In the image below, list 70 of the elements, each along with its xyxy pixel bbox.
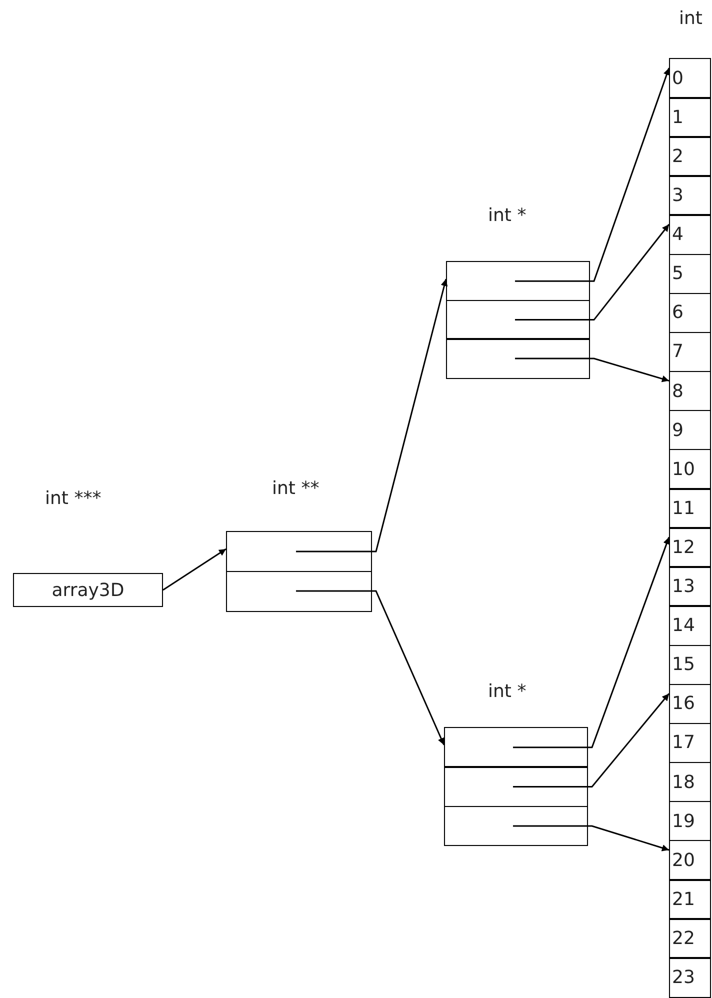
array-cell (669, 918, 711, 959)
index-number: 18 (672, 772, 695, 793)
array-cell (669, 254, 711, 294)
index-number: 13 (672, 576, 695, 598)
array-cell (446, 261, 590, 302)
type-label: int * (488, 205, 526, 227)
index-number: 0 (672, 68, 684, 89)
index-number: 20 (672, 850, 695, 871)
index-number: 6 (672, 302, 684, 324)
index-number: 22 (672, 928, 695, 949)
array-cell (669, 136, 711, 177)
array-cell (669, 605, 711, 646)
index-number: 2 (672, 146, 684, 167)
array-cell (669, 644, 711, 686)
type-label: int ** (272, 478, 320, 500)
index-number: 14 (672, 615, 695, 636)
index-number: 4 (672, 224, 684, 246)
array-cell (669, 566, 711, 607)
index-number: 19 (672, 810, 695, 832)
type-label: int *** (45, 488, 102, 510)
index-number: 8 (672, 380, 684, 402)
array-cell (226, 570, 372, 612)
index-number: 15 (672, 654, 695, 676)
index-number: 12 (672, 536, 695, 558)
array-cell (669, 527, 711, 568)
type-label: int * (488, 681, 526, 703)
array-cell (669, 370, 711, 412)
index-number: 1 (672, 106, 684, 128)
array-cell (669, 332, 711, 372)
index-number: 21 (672, 888, 695, 910)
array-cell (669, 840, 711, 881)
index-number: 23 (672, 967, 695, 988)
array-cell (669, 97, 711, 138)
array-cell (669, 292, 711, 334)
array-cell (669, 722, 711, 764)
index-number: 5 (672, 263, 684, 284)
arrow (296, 278, 448, 552)
array-cell (669, 684, 711, 724)
arrow (162, 548, 226, 591)
index-number: 3 (672, 185, 684, 206)
variable-box: array3D (13, 573, 163, 607)
array-cell (446, 300, 590, 340)
index-number: 16 (672, 693, 695, 714)
array-cell (444, 806, 588, 846)
array-cell (669, 879, 711, 920)
array-cell (669, 214, 711, 255)
arrow (513, 825, 670, 852)
array-cell (669, 410, 711, 450)
index-number: 7 (672, 341, 684, 362)
array-cell (669, 488, 711, 529)
array-cell (669, 957, 711, 998)
arrow (296, 590, 445, 746)
index-number: 9 (672, 420, 684, 441)
arrow (513, 693, 670, 788)
array-cell (446, 338, 590, 379)
array-cell (226, 531, 372, 572)
index-number: 11 (672, 498, 695, 519)
arrow (515, 224, 670, 321)
array-cell (444, 766, 588, 808)
array-cell (669, 800, 711, 842)
arrow (515, 358, 670, 382)
array-cell (669, 449, 711, 490)
index-number: 17 (672, 732, 695, 754)
arrow (513, 536, 670, 748)
type-label: int (679, 8, 702, 30)
array-cell (669, 175, 711, 216)
array-cell (669, 58, 711, 99)
array-cell (444, 727, 588, 768)
index-number: 10 (672, 458, 695, 480)
array-cell (669, 762, 711, 802)
